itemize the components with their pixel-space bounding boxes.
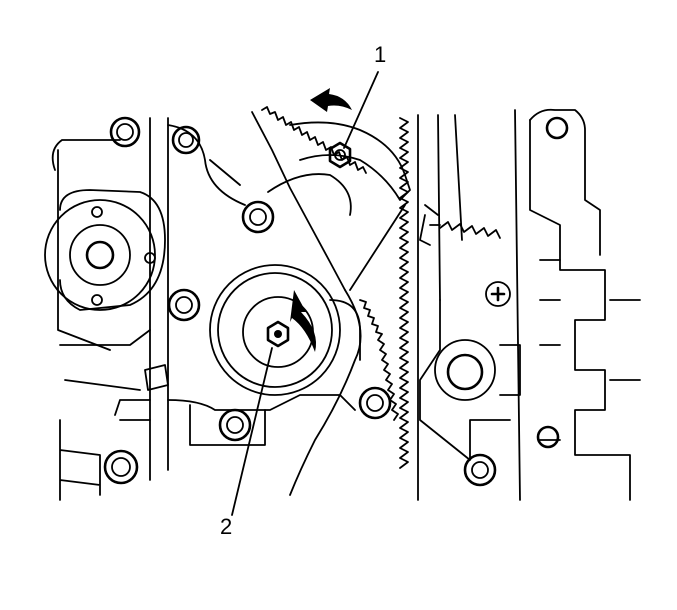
belt-guide-clip [144,364,169,391]
callout-label-2: 2 [220,514,233,539]
tensioner-pulley [209,264,341,396]
tensioner-spring [419,204,511,307]
tensioner-bracket [289,121,411,201]
idler-pulley-right [419,114,521,461]
pump-pulley-left [44,139,166,391]
engine-casing [59,117,361,501]
callout-label-1: 1 [374,42,387,67]
engine-block-right [514,108,641,501]
rotation-arrow-icon [290,290,317,352]
timing-belt [251,106,419,501]
rotation-arrow-icon [310,88,352,112]
mounting-bolts [103,116,569,487]
leader-lines [231,71,379,516]
